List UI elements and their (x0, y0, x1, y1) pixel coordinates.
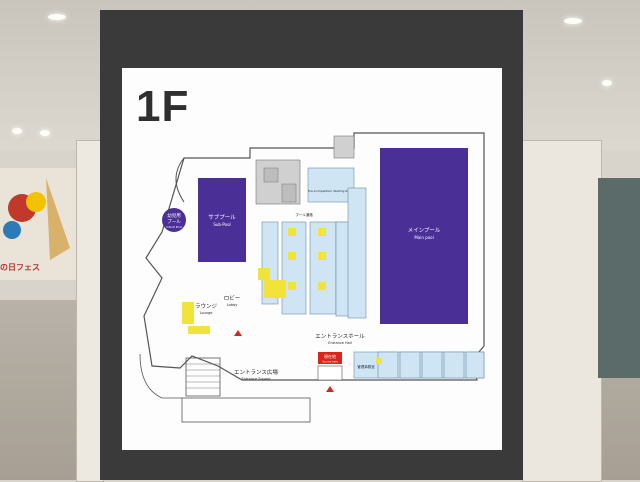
infant-pool-label: 幼児用 (167, 212, 181, 219)
restroom-area (188, 326, 210, 334)
entrance-hall-label-en: Entrance Hall (328, 341, 352, 345)
lobby-label-en: Lobby (227, 303, 238, 307)
infant-pool-label-2: プール (167, 219, 181, 225)
entrance-arrow-icon (234, 330, 242, 336)
infant-pool-label-en: Infant Pool (166, 225, 182, 229)
ceiling-light (602, 80, 612, 86)
banner-graphic (0, 168, 76, 280)
grey-room (333, 135, 355, 159)
entrance-square-label-en: Entrance Square (241, 377, 270, 381)
lounge-label: ラウンジ (195, 302, 218, 310)
sub-pool (198, 178, 246, 262)
stairs (185, 357, 221, 397)
main-pool-label: メインプール (408, 227, 441, 234)
curved-wall (175, 157, 185, 203)
restroom-icon (318, 228, 326, 236)
office-room (465, 351, 485, 379)
side-room (347, 187, 367, 319)
entrance-square-label: エントランス広場 (234, 368, 278, 376)
sub-pool-label: サブプール (208, 213, 236, 221)
lounge-label-en: Lounge (200, 311, 213, 315)
restroom-icon (318, 252, 326, 260)
ceiling-light (12, 128, 22, 134)
main-pool (380, 148, 468, 324)
grey-room (263, 167, 279, 183)
entrance-door (317, 365, 343, 381)
restroom-icon (288, 252, 296, 260)
stairs-steps (186, 363, 220, 389)
ceiling-light (40, 130, 50, 136)
infant-pool (162, 208, 186, 232)
partition-panel-right (522, 140, 602, 482)
office-room (399, 351, 421, 379)
background-lockers (598, 178, 640, 378)
lobby-label: ロビー (224, 294, 241, 302)
office-room (421, 351, 443, 379)
waiting-room-label: Pre-Competition Waiting Room (308, 189, 354, 193)
ceiling-light (564, 18, 582, 24)
background-banner (0, 168, 76, 280)
management-office-label: 管理事務室 (357, 364, 375, 369)
office-room (377, 351, 399, 379)
banner-text: の日フェス (0, 263, 40, 272)
restroom-icon (376, 358, 382, 364)
entrance-arrow-icon (326, 386, 334, 392)
restroom-icon (288, 228, 296, 236)
main-pool-label-en: Main pool (414, 235, 433, 240)
locker-room (281, 221, 307, 315)
restroom-icon (318, 282, 326, 290)
entrance-hall-label: エントランスホール (315, 333, 365, 340)
restroom-icon (288, 282, 296, 290)
you-are-here-label: 現在地 (324, 353, 336, 359)
you-are-here-marker (318, 352, 342, 364)
office-room (443, 351, 465, 379)
path-curve (139, 353, 182, 399)
floor-map: サブプール Sub-Pool 幼児用 プール Infant Pool メインプー… (122, 68, 502, 450)
ceiling-light (48, 14, 66, 20)
ramp (181, 397, 311, 423)
restroom-area (264, 280, 286, 298)
sub-pool-label-en: Sub-Pool (213, 222, 230, 227)
you-are-here-label-en: You are here (322, 360, 338, 364)
locker-room (309, 221, 337, 315)
restroom-area (182, 302, 194, 324)
restroom-area (258, 268, 270, 280)
pool-corridor-label: プール通路 (295, 212, 313, 217)
waiting-room (307, 167, 355, 203)
floor-plan: サブプール Sub-Pool 幼児用 プール Infant Pool メインプー… (139, 132, 485, 423)
floor-label: 1F (136, 82, 190, 131)
grey-room (281, 183, 297, 203)
